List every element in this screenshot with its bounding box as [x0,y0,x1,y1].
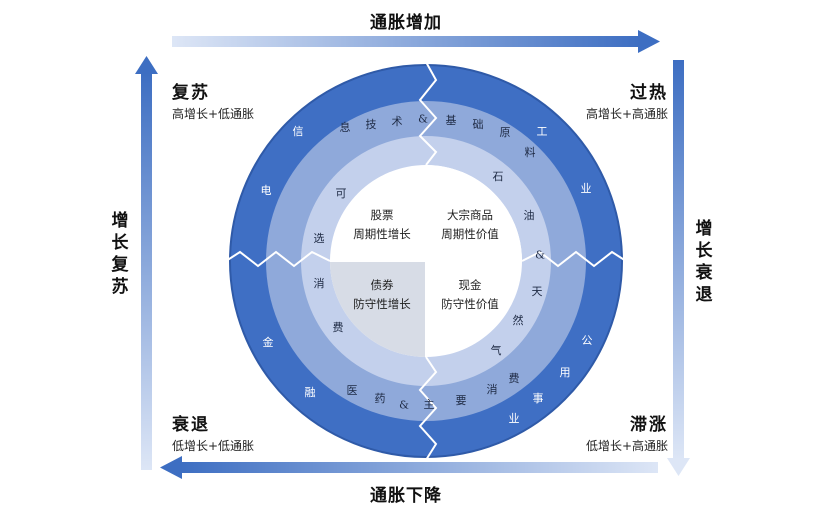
outer-ring-char: 主 [423,398,435,411]
inner-ring-char: 然 [512,314,524,327]
outer-ring-char: 费 [508,372,520,385]
outer-ring-char: 药 [374,392,386,405]
asset-bonds-type: 防守性增长 [353,297,411,311]
outer-ring-char: 息 [339,121,351,134]
outer-ring-char: 用 [559,366,571,379]
phase-recession-title: 衰退 [172,415,210,435]
arrow-top-label: 通胀增加 [370,13,442,33]
phase-recovery: 复苏 高增长+低通胀 [172,78,254,122]
outer-ring-char: 医 [346,384,358,397]
core-circle [330,165,522,357]
inner-ring-char: 消 [313,277,325,290]
phase-stagflation-title: 滞涨 [630,415,668,435]
outer-ring-char: 业 [580,182,592,195]
outer-ring-char: 融 [304,386,316,399]
arrow-right-label: 增长衰退 [695,219,713,305]
asset-commodities-type: 周期性价值 [441,227,499,241]
outer-ring-char: & [418,112,428,126]
phase-recession: 衰退 低增长+低通胀 [172,410,254,454]
asset-bonds-name: 债券 [370,278,394,292]
outer-ring-char: 金 [262,336,274,349]
arrow-top [172,30,660,53]
arrow-left-label: 增长复苏 [111,211,129,297]
outer-ring-char: 料 [524,146,536,159]
asset-cash-type: 防守性价值 [441,297,499,311]
outer-ring-char: 术 [391,115,403,128]
outer-ring-char: 要 [455,394,467,407]
outer-ring-char: 础 [472,118,484,131]
inner-ring-char: 气 [490,344,502,357]
asset-commodities: 大宗商品 周期性价值 [441,206,499,244]
asset-cash: 现金 防守性价值 [441,276,499,314]
outer-ring-char: 消 [486,383,498,396]
phase-overheat-title: 过热 [630,83,668,103]
outer-ring-char: 公 [581,334,593,347]
outer-ring-char: 原 [499,126,511,139]
asset-stocks-type: 周期性增长 [353,227,411,241]
phase-stagflation-subtitle: 低增长+高通胀 [585,439,668,453]
ring-separators [225,61,627,461]
inner-ring-char: 选 [313,232,325,245]
asset-stocks-name: 股票 [370,208,394,222]
outer-ring-char: 业 [508,412,520,425]
inner-ring-char: 油 [523,209,535,222]
phase-overheat-subtitle: 高增长+高通胀 [585,107,668,121]
outer-ring-char: 事 [532,392,544,405]
outer-ring-char: 电 [260,184,272,197]
phase-overheat: 过热 高增长+高通胀 [586,78,668,122]
asset-stocks: 股票 周期性增长 [353,206,411,244]
outer-ring-char: & [399,398,409,412]
outer-ring-char: 基 [445,114,457,127]
phase-stagflation: 滞涨 低增长+高通胀 [586,410,668,454]
asset-cash-name: 现金 [458,278,482,292]
inner-ring-char: 天 [531,285,543,298]
inner-ring-char: 费 [332,321,344,334]
phase-recovery-title: 复苏 [172,83,210,103]
inner-ring-char: 石 [492,170,504,183]
asset-commodities-name: 大宗商品 [447,208,493,222]
inner-ring-char: 可 [335,187,347,200]
phase-recession-subtitle: 低增长+低通胀 [172,439,255,453]
arrow-bottom-label: 通胀下降 [370,486,442,506]
asset-bonds: 债券 防守性增长 [353,276,411,314]
outer-ring-char: 技 [365,118,377,131]
outer-ring-char: 工 [536,125,548,138]
inner-ring-char: & [535,248,545,262]
arrow-right [667,60,690,476]
phase-recovery-subtitle: 高增长+低通胀 [172,107,255,121]
arrow-bottom [160,456,658,479]
outer-ring-char: 信 [292,125,304,138]
arrow-left [135,56,158,470]
